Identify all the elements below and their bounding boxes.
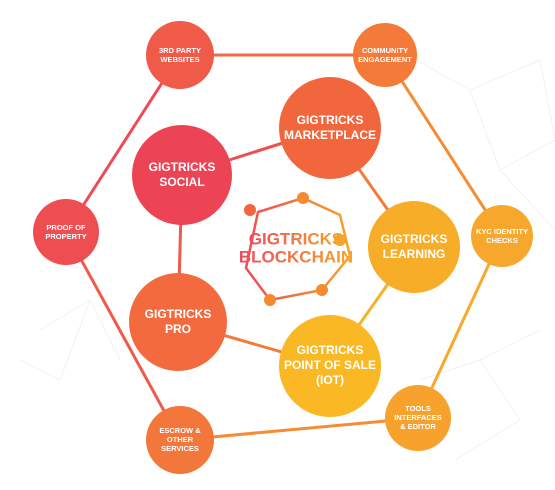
- node-circle: [368, 201, 460, 293]
- node-label-line: OTHER: [167, 435, 194, 444]
- node-label-line: GIGTRICKS: [297, 343, 364, 357]
- node-gigtricks-learning: GIGTRICKS LEARNING: [368, 201, 460, 293]
- node-circle: [33, 199, 99, 265]
- node-community-engagement: COMMUNITY ENGAGEMENT: [353, 23, 417, 87]
- connector-tools-escrow: [179, 416, 419, 442]
- node-circle: [146, 21, 214, 89]
- node-gigtricks-point-of-sale: GIGTRICKS POINT OF SALE (IOT): [279, 315, 381, 417]
- node-third-party-websites: 3RD PARTY WEBSITES: [146, 21, 214, 89]
- node-label-line: ESCROW &: [159, 426, 201, 435]
- node-gigtricks-social: GIGTRICKS SOCIAL: [132, 125, 232, 225]
- outer-nodes: 3RD PARTY WEBSITES COMMUNITY ENGAGEMENT …: [33, 21, 533, 474]
- inner-nodes: GIGTRICKS MARKETPLACE GIGTRICKS LEARNING…: [129, 77, 460, 417]
- core-dot: [334, 234, 346, 246]
- node-label-line: PROPERTY: [45, 232, 86, 241]
- connector-escrow-proof: [64, 231, 182, 441]
- node-label-line: COMMUNITY: [362, 46, 408, 55]
- node-circle: [129, 273, 227, 371]
- node-circle: [471, 205, 533, 267]
- node-label-line: CHECKS: [486, 236, 518, 245]
- core-dot: [316, 284, 328, 296]
- node-label-line: GIGTRICKS: [145, 307, 212, 321]
- node-circle: [385, 385, 451, 451]
- node-circle: [353, 23, 417, 87]
- node-label-line: & EDITOR: [400, 422, 436, 431]
- node-kyc-identity-checks: KYC IDENTITY CHECKS: [471, 205, 533, 267]
- node-label-line: SERVICES: [161, 444, 199, 453]
- node-label-line: MARKETPLACE: [284, 128, 376, 142]
- blockchain-core: GIGTRICKS BLOCKCHAIN: [239, 192, 353, 306]
- node-label-line: LEARNING: [383, 247, 446, 261]
- node-label-line: PRO: [165, 322, 191, 336]
- node-label-line: SOCIAL: [159, 175, 204, 189]
- connector-proof-websites: [64, 54, 182, 233]
- node-circle: [279, 77, 381, 179]
- node-label-line: POINT OF SALE: [284, 358, 376, 372]
- node-gigtricks-pro: GIGTRICKS PRO: [129, 273, 227, 371]
- connector-kyc-tools: [416, 235, 504, 419]
- node-label-line: KYC IDENTITY: [476, 227, 528, 236]
- node-label-line: WEBSITES: [160, 55, 199, 64]
- background-network-pattern: [19, 39, 555, 461]
- node-label-line: GIGTRICKS: [381, 232, 448, 246]
- core-dot: [244, 204, 256, 216]
- node-label-line: 3RD PARTY: [159, 46, 201, 55]
- node-label-line: GIGTRICKS: [149, 160, 216, 174]
- node-label-line: GIGTRICKS: [297, 113, 364, 127]
- node-escrow-other-services: ESCROW & OTHER SERVICES: [146, 406, 214, 474]
- blockchain-title-line2: BLOCKCHAIN: [239, 247, 353, 266]
- node-circle: [279, 315, 381, 417]
- node-label-line: TOOLS: [405, 404, 431, 413]
- node-circle: [132, 125, 232, 225]
- core-dot: [264, 294, 276, 306]
- node-gigtricks-marketplace: GIGTRICKS MARKETPLACE: [279, 77, 381, 179]
- blockchain-core-outline: [244, 196, 352, 302]
- node-tools-interfaces-editor: TOOLS INTERFACES & EDITOR: [385, 385, 451, 451]
- node-label-line: INTERFACES: [394, 413, 442, 422]
- node-label-line: ENGAGEMENT: [358, 55, 412, 64]
- core-dot: [297, 192, 309, 204]
- outer-ring-connectors: [64, 53, 504, 442]
- node-circle: [146, 406, 214, 474]
- node-label-line: PROOF OF: [46, 223, 86, 232]
- blockchain-title-line1: GIGTRICKS: [249, 229, 343, 248]
- connector-community-kyc: [383, 54, 504, 237]
- node-label-line: (IOT): [316, 373, 344, 387]
- node-proof-of-property: PROOF OF PROPERTY: [33, 199, 99, 265]
